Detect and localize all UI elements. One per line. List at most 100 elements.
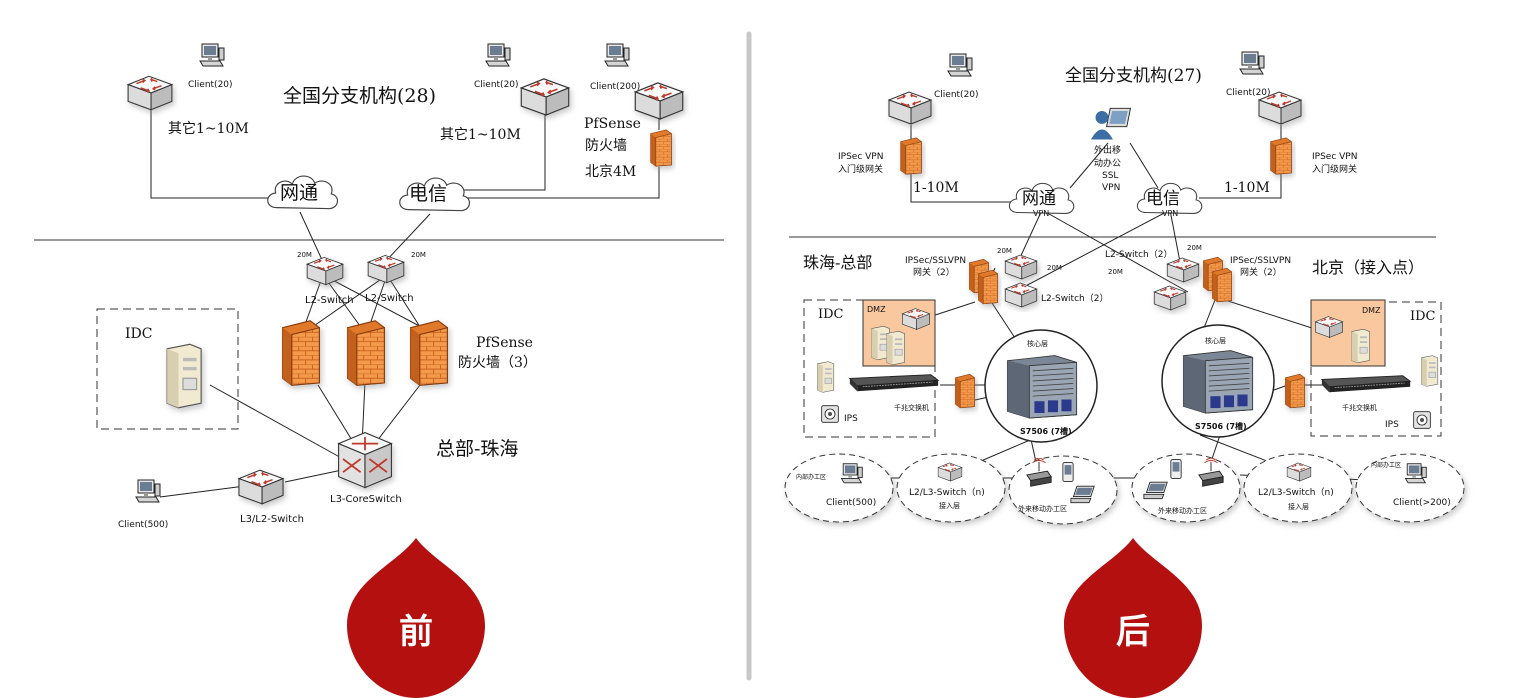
after-s7506-right: S7506 (7槽) [1195, 421, 1247, 431]
server-icon [1421, 355, 1439, 387]
after-speed-c: 20M [1187, 244, 1202, 252]
mobile-phone-icon [1170, 459, 1182, 479]
after-access-right-ellipse [1243, 453, 1353, 523]
before-link-beijing: 北京4M [585, 164, 636, 180]
before-core-switch-label: L3-CoreSwitch [330, 494, 402, 505]
after-access-layer-left: 接入层 [939, 501, 960, 510]
after-office-left-ellipse [784, 453, 894, 523]
after-ips-right: IPS [1385, 420, 1399, 430]
after-gig-switch-left: 千兆交换机 [894, 403, 929, 412]
before-client-left-label: Client(20) [188, 80, 233, 90]
after-dmz-left-label: DMZ [867, 305, 886, 314]
before-client-hq-label: Client(500) [118, 520, 168, 530]
after-cloud-netcom-sub: VPN [1033, 209, 1049, 218]
rack-switch-icon [1321, 375, 1411, 393]
firewall-icon [347, 320, 385, 386]
firewall-icon [410, 320, 448, 386]
before-l3l2-switch-label: L3/L2-Switch [240, 514, 304, 525]
after-gig-switch-right: 千兆交换机 [1342, 403, 1377, 412]
client-computer-icon [485, 43, 511, 67]
after-mobile-vpn-l3: SSL [1102, 171, 1118, 181]
switch-icon [520, 78, 570, 116]
after-badge-drop [1064, 538, 1202, 698]
client-computer-icon [1239, 51, 1265, 75]
after-idc-right-label: IDC [1410, 309, 1436, 324]
before-cloud-netcom: 网通 [280, 182, 318, 204]
before-pfsense-hq-l1: PfSense [476, 335, 533, 351]
switch-icon [127, 75, 173, 111]
before-speed-b: 20M [411, 251, 426, 259]
after-gw-left-l2: 网关（2） [913, 266, 955, 278]
firewall-icon [1270, 137, 1292, 175]
after-idc-left-label: IDC [818, 307, 844, 322]
before-client-mid-label: Client(20) [474, 80, 519, 90]
after-access-left-ellipse [896, 453, 1006, 523]
firewall-icon [978, 269, 998, 305]
after-office-right-label: 内部办工区 [1371, 461, 1401, 469]
before-panel: Client(20) Client(20) Client(200) 全国分支机构… [34, 31, 752, 698]
client-computer-icon [135, 479, 161, 503]
after-office-right-ellipse [1355, 453, 1465, 523]
after-mobile-vpn-l2: 动办公 [1094, 157, 1121, 169]
server-icon [886, 330, 905, 366]
after-speed-b: 20M [1047, 264, 1062, 272]
before-link-other-left: 其它1~10M [168, 120, 249, 137]
after-mobile-area-left: 外来移动办工区 [1018, 504, 1067, 513]
after-core-layer-left: 核心层 [1027, 339, 1048, 348]
firewall-icon [282, 320, 320, 386]
before-badge-label: 前 [399, 612, 433, 652]
after-mobile-area-right: 外来移动办工区 [1158, 506, 1207, 515]
mobile-phone-icon [1062, 462, 1074, 482]
after-cloud-netcom: 网通 [1022, 189, 1056, 209]
after-mobile-vpn-l4: VPN [1102, 183, 1120, 193]
after-panel: Client(20) IPSec VPN 入门级网关 Client(20) IP… [784, 51, 1465, 698]
before-hq-title: 总部-珠海 [436, 438, 518, 460]
after-ipsec-left-l2: 入门级网关 [838, 163, 883, 175]
after-gw-right-l2: 网关（2） [1240, 266, 1282, 278]
after-access-switch-left: L2/L3-Switch（n) [909, 487, 985, 498]
switch-icon [1004, 254, 1038, 280]
server-icon [817, 361, 835, 393]
firewall-icon [1285, 373, 1305, 409]
after-l2-switch-left: L2-Switch（2） [1041, 293, 1108, 304]
vpn-user-icon [1090, 107, 1131, 141]
after-cloud-telecom-sub: VPN [1162, 209, 1178, 218]
after-gw-left-l1: IPSec/SSLVPN [905, 256, 966, 266]
before-link-other-mid: 其它1~10M [440, 126, 521, 143]
before-idc-box [96, 308, 239, 430]
firewall-icon [955, 373, 975, 409]
after-gw-right-l1: IPSec/SSLVPN [1230, 256, 1291, 266]
before-client-right-label: Client(200) [590, 82, 640, 92]
after-ipsec-left-l1: IPSec VPN [838, 152, 883, 162]
switch-icon [1004, 282, 1038, 308]
after-access-layer-right: 接入层 [1288, 502, 1309, 511]
after-zhuhai-title: 珠海-总部 [803, 253, 872, 272]
after-client-500: Client(500) [826, 498, 876, 508]
after-ips-left: IPS [844, 414, 858, 424]
ips-icon [821, 405, 839, 423]
after-s7506-left: S7506 (7槽) [1020, 426, 1072, 436]
rack-switch-icon [849, 374, 939, 392]
switch-icon [634, 82, 684, 120]
after-client-right-label: Client(20) [1226, 88, 1271, 98]
switch-icon [888, 91, 932, 125]
client-computer-icon [947, 53, 973, 77]
before-idc-label: IDC [125, 326, 152, 342]
after-cloud-telecom: 电信 [1146, 189, 1180, 209]
client-computer-icon [199, 43, 225, 67]
ips-icon [1413, 411, 1431, 429]
after-core-layer-right: 核心层 [1205, 336, 1226, 345]
server-icon [1351, 328, 1370, 364]
switch-icon [238, 469, 284, 505]
after-region-title: 全国分支机构(27) [1065, 66, 1202, 86]
after-speed-a: 20M [997, 247, 1012, 255]
before-cloud-telecom: 电信 [409, 183, 447, 205]
before-badge-drop [347, 538, 485, 698]
after-mobile-right-ellipse [1131, 453, 1241, 523]
after-speed-d: 20M [1108, 268, 1123, 276]
client-computer-icon [604, 43, 630, 67]
after-badge-label: 后 [1116, 612, 1150, 652]
after-link-left: 1-10M [913, 180, 959, 196]
after-client-left-label: Client(20) [934, 90, 979, 100]
